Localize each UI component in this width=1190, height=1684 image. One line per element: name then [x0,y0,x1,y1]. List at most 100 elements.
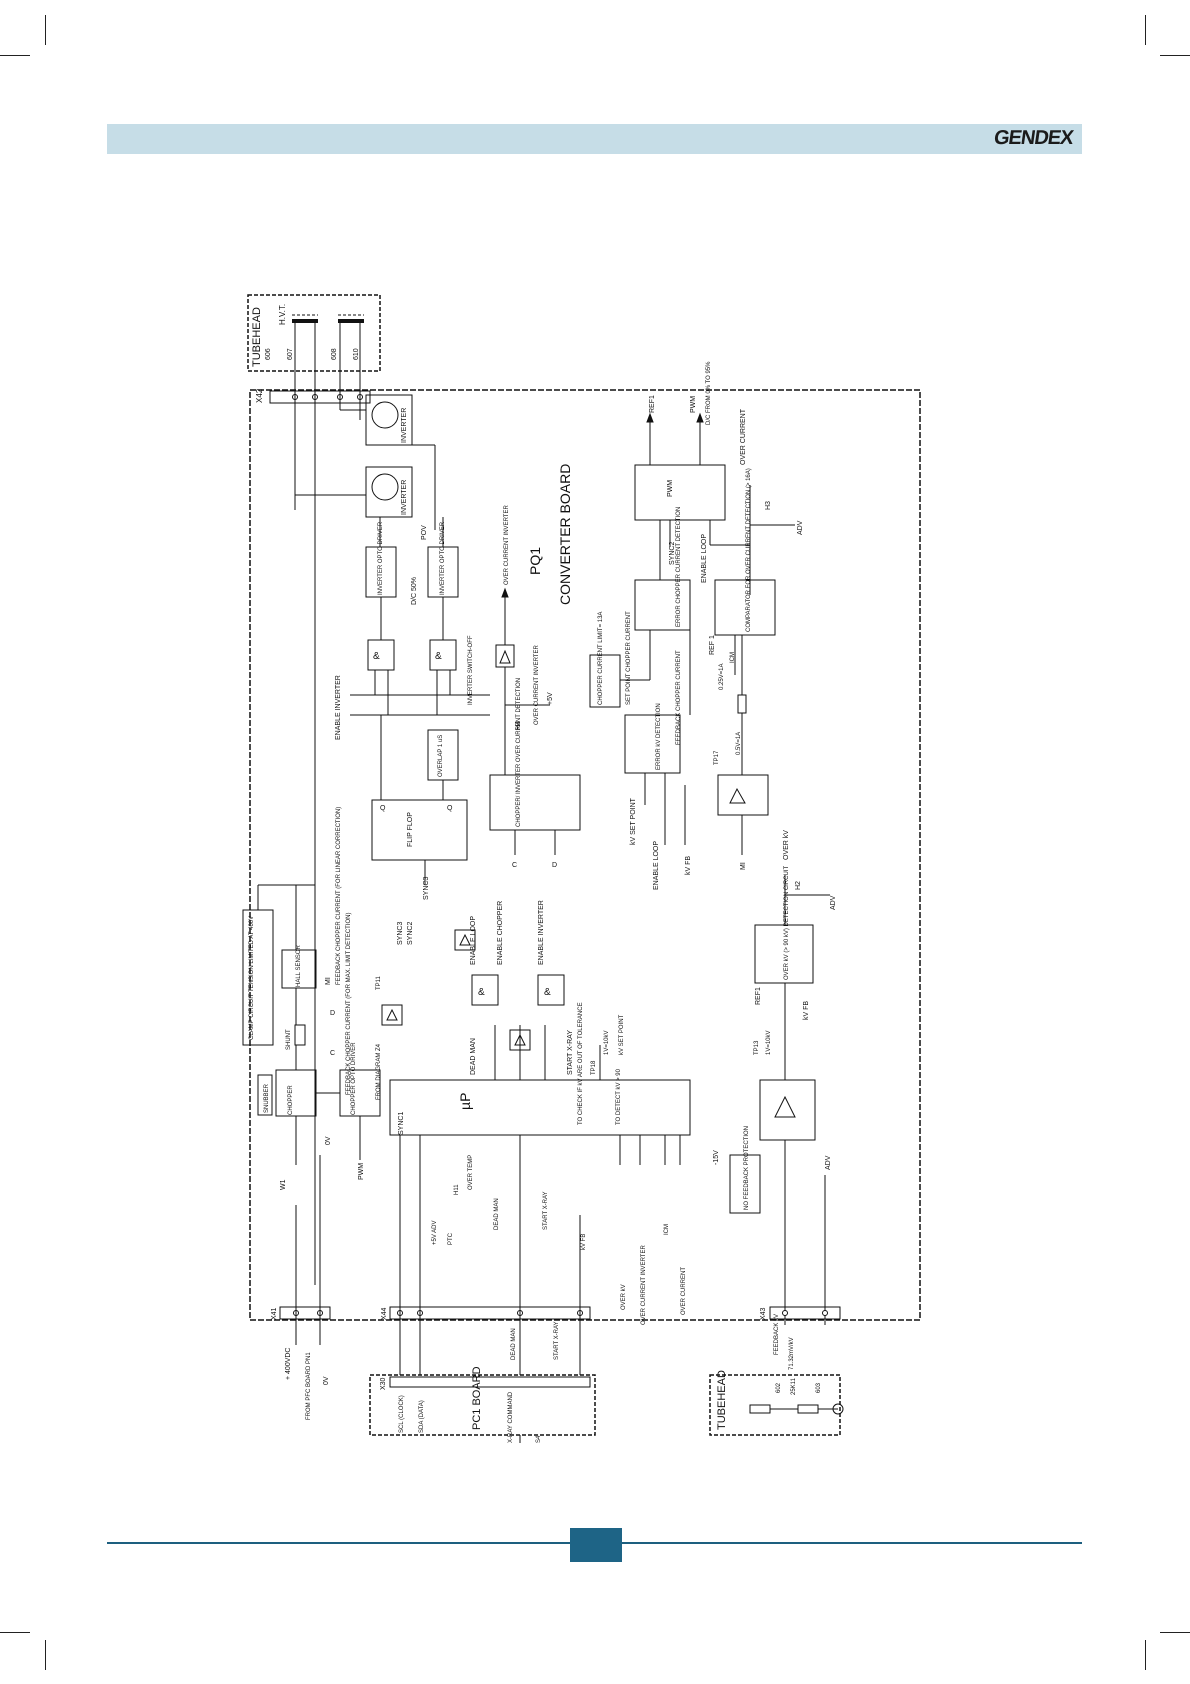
header-band: GENDEX [107,124,1082,154]
mi-amplifier [717,774,769,816]
kv-set-point-label-2: kV SET POINT [619,1014,625,1055]
connector-x43 [769,1306,841,1320]
pov-label: POV [421,525,428,540]
pc1-board-box [369,1374,596,1436]
ref1-label-comparator: REF 1 [709,635,716,655]
over-current-bottom: OVER CURRENT [681,1267,687,1315]
chopper-label: CHOPPER [288,1085,294,1115]
over-current-inverter-bottom: OVER CURRENT INVERTER [641,1245,647,1325]
enable-loop-label-left: ENABLE LOOP [470,916,477,965]
chopper-limit-label: CHOPPER CURRENT LIMIT= 13A [598,612,604,705]
footer-page-tab [570,1528,622,1562]
snubber-label: SNUBBER [264,1083,270,1113]
chopper-current-limit [589,654,621,708]
opto-driver-2-label: INVERTER OPTO DRIVER [440,521,446,595]
crop-mark [1160,1632,1190,1633]
feedback-chopper-label: FEEDBACK CHOPPER CURRENT [676,650,682,745]
scale-label: 71.32mV/kV [789,1337,795,1370]
over-kv-label-right: OVER kV [783,830,790,860]
inverter-block-1 [365,394,413,446]
pc1-dead-man-label: DEAD MAN [511,1328,517,1360]
shunt-resistor [294,1024,306,1046]
q-label: Q [380,805,386,812]
kv-fb-label-2: kV FB [803,1001,810,1020]
enable-inverter-label-2: ENABLE INVERTER [538,900,545,965]
resistor-25k11: 25K11 [791,1377,797,1395]
x41-label: X41 [271,1307,278,1320]
connector-x44 [389,1306,591,1320]
sync2-label-left: SYNC2 [407,922,414,945]
dc-50-label: D/C 50% [411,577,418,605]
v05-label: 0.5V=1A [736,732,742,755]
adv-label-h2: ADV [830,895,837,910]
pc1-start-xray-label: START X-RAY [554,1321,560,1360]
pin-606: 606 [265,348,272,360]
crop-mark [1145,15,1146,45]
converter-board-outline [249,389,921,1321]
inverter-oc-comparator [495,644,515,668]
pwm-block [634,464,726,521]
over-kv-label-bottom: OVER kV [621,1284,627,1310]
micro-label: µP [457,1093,473,1110]
microprocessor-block [389,1079,691,1136]
tubehead-top-title: TUBEHEAD [251,307,263,367]
shunt-label: SHUNT [286,1029,292,1050]
tubehead-bottom-title: TUBEHEAD [716,1370,728,1430]
svg-text:&: & [544,987,551,998]
pin-607: 607 [287,348,294,360]
mi-label-left: MI [325,977,332,985]
feedback-linear-label: FEEDBACK CHOPPER CURRENT (FOR LINEAR COR… [336,807,342,985]
v400-label: + 400VDC [285,1348,292,1381]
buffer-enable-loop [454,929,476,951]
v025-label: 0.25V=1A [719,663,725,690]
comparator-label: COMPARATOR FOR OVER CURRENT DETECTION (>… [746,468,752,632]
and-gate-enable-chopper [471,974,499,1006]
over-current-inverter-label-1: OVER CURRENT INVERTER [504,505,510,585]
enable-loop-label-kv: ENABLE LOOP [653,841,660,890]
feedback-kv-label: FEEDBACK kV [774,1314,780,1355]
sync-buffer [381,1004,403,1026]
ref1-label-kv: REF1 [755,987,762,1005]
x42-label: X42 [255,388,264,403]
chopper-opto-label: CHOPPER OPTO DRIVER [351,1042,357,1115]
brand-logo: GENDEX [992,127,1074,149]
dead-man-label-x44: DEAD MAN [494,1198,500,1230]
over-current-top-label: OVER CURRENT [740,408,747,465]
qbar-label: Q [447,805,453,812]
svg-text:&: & [478,987,485,998]
enable-chopper-label: ENABLE CHOPPER [497,901,504,965]
clamp-circuit [242,909,274,1046]
ground-symbol [832,1403,844,1415]
tubehead-resistor-1 [749,1404,771,1414]
hvt-label: H.V.T. [278,304,287,325]
inverter-1-label: INVERTER [401,408,408,443]
dead-man-label-micro: DEAD MAN [470,1038,477,1075]
plus5v-label: +5V [547,692,554,705]
ov-label-top: 0V [325,1136,332,1145]
to-check-label: TO CHECK IF kV ARE OUT OF TOLERANCE [578,1002,584,1125]
inverter-switch-off-label: INVERTER SWITCH-OFF [468,635,474,705]
start-xray-label-x44: START X-RAY [543,1191,549,1230]
plus5v-adv-label: +5V ADV [432,1220,438,1245]
crop-mark [0,55,30,56]
chopper-inverter-oc-label: CHOPPER/ INVERTER OVER CURRENT DETECTION [516,678,522,827]
h11-label: H11 [454,1184,460,1195]
tubehead-bottom-box [709,1374,841,1436]
x30-label: X30 [380,1377,387,1390]
over-kv-block-label: OVER kV (> 90 kV) DETECTION CIRCUIT [784,865,790,980]
flip-flop-block [371,799,468,861]
amplifier-symbol [729,787,746,804]
v1-10kv-label: 1V=10kV [604,1030,610,1055]
xray-command-label: X-RAY COMMAND [508,1391,514,1443]
tp18-label: TP18 [591,1060,597,1075]
kv-fb-label-1: kV FB [685,856,692,875]
crop-mark [1160,55,1190,56]
clamp-label: CLAMP CIRCUIT TENSION LIMITED AT 400V [249,916,255,1040]
and-gate-enable-inverter [537,974,565,1006]
connector-x41 [279,1306,331,1320]
svg-text:&: & [435,651,442,662]
overlap-label: OVERLAP 1 uS [438,735,444,777]
v1-10kv-label-right: 1V=10kV [766,1030,772,1055]
board-title: CONVERTER BOARD [557,464,573,605]
d-label-2: D [330,1010,335,1017]
